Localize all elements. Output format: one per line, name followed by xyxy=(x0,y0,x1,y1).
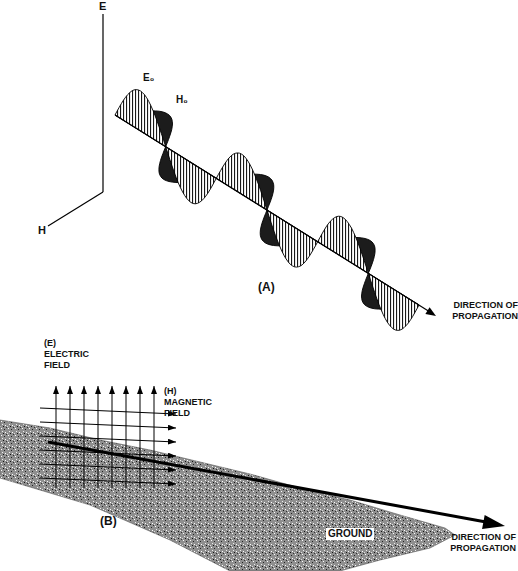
ground-label: GROUND xyxy=(326,528,374,540)
electric-lobe xyxy=(267,210,318,267)
magnetic-field-arrows xyxy=(40,408,176,484)
propagation-axis xyxy=(115,115,436,316)
electric-lobe xyxy=(368,273,419,330)
axes xyxy=(48,14,103,226)
field-label: (E) ELECTRIC FIELD xyxy=(44,338,98,370)
axis-label: E xyxy=(99,0,106,13)
amplitude-label: E₀ xyxy=(143,72,154,84)
field-label: (H) MAGNETIC FIELD xyxy=(164,386,226,418)
propagation-arrow xyxy=(48,442,505,529)
amplitude-label: H₀ xyxy=(176,94,188,106)
electric-lobe xyxy=(318,216,369,273)
ground-surface xyxy=(0,420,455,571)
direction-label: DIRECTION OF PROPAGATION xyxy=(428,300,518,322)
electric-lobe xyxy=(166,147,217,204)
electric-lobe xyxy=(216,153,267,210)
axis-label: H xyxy=(38,224,46,237)
part-label: (A) xyxy=(258,280,275,294)
part-label: (B) xyxy=(100,514,117,528)
electric-lobe xyxy=(115,90,166,147)
direction-label: DIRECTION OF PROPAGATION xyxy=(424,532,516,554)
